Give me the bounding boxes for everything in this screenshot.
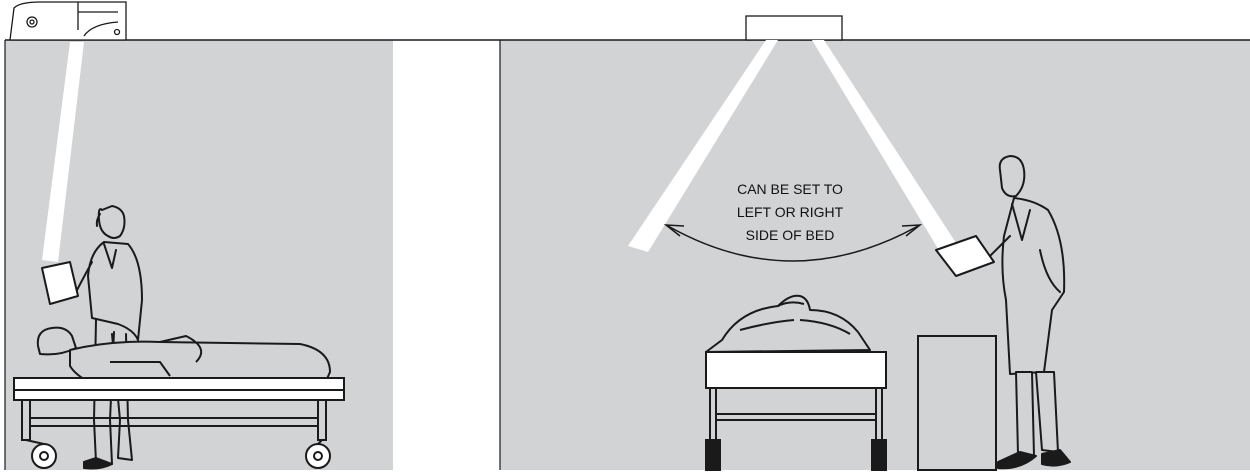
left-panel bbox=[5, 2, 500, 470]
bedside-cabinet bbox=[918, 336, 996, 470]
annotation-line-1: CAN BE SET TO bbox=[737, 181, 843, 197]
adjustment-annotation: CAN BE SET TO LEFT OR RIGHT SIDE OF BED bbox=[737, 181, 844, 243]
ceiling-light-fixture-end bbox=[746, 16, 842, 40]
annotation-line-2: LEFT OR RIGHT bbox=[737, 204, 844, 220]
annotation-line-3: SIDE OF BED bbox=[746, 227, 835, 243]
ceiling-light-fixture-side bbox=[10, 2, 126, 40]
right-panel: CAN BE SET TO LEFT OR RIGHT SIDE OF BED bbox=[500, 16, 1250, 470]
